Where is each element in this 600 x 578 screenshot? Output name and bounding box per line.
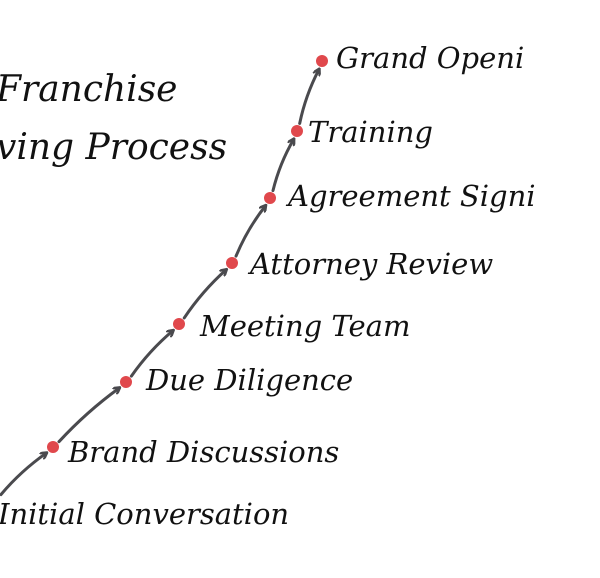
step-label: Due Diligence (146, 363, 354, 397)
step-dot (47, 441, 59, 453)
diagram-title-line1: Franchise (0, 69, 178, 110)
step-dot (120, 376, 132, 388)
step-dot (291, 125, 303, 137)
step-label: Agreement Signi (288, 179, 536, 213)
arrow-connector (182, 270, 226, 320)
arrow-connector (129, 331, 173, 378)
step-label: Training (308, 115, 433, 149)
arrow-connector (271, 139, 294, 193)
step-label: Meeting Team (200, 309, 411, 343)
step-label: Initial Conversation (0, 497, 290, 531)
step-dot (316, 55, 328, 67)
arrow-connector (0, 453, 46, 497)
arrow-connector (298, 69, 319, 125)
diagram-title-line2: ving Process (0, 127, 228, 168)
step-dot (226, 257, 238, 269)
step-dot (264, 192, 276, 204)
step-label: Brand Discussions (68, 435, 340, 469)
step-label: Grand Openi (336, 41, 525, 75)
arrow-connector (57, 388, 119, 444)
step-dot (173, 318, 185, 330)
arrow-connector (234, 206, 265, 258)
step-label: Attorney Review (250, 247, 494, 281)
